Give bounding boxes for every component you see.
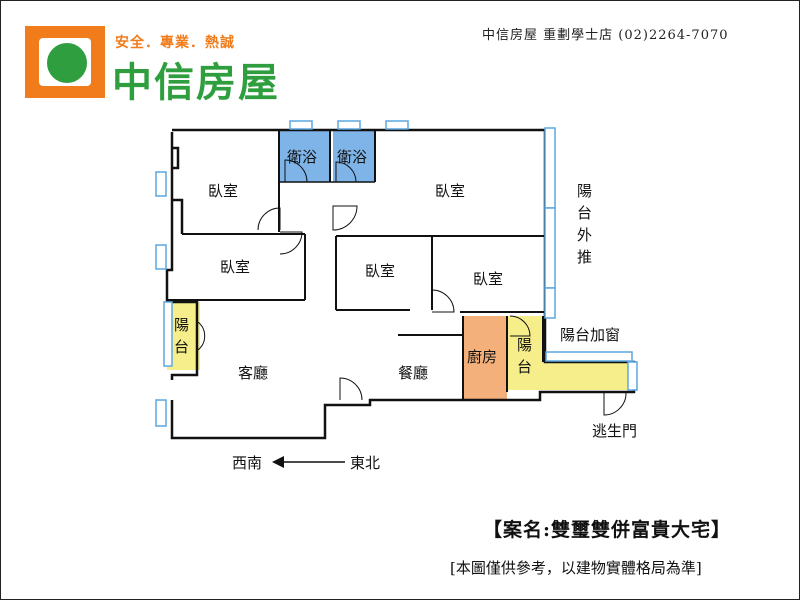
- window: [337, 120, 361, 130]
- brand-name: 中信房屋: [112, 59, 280, 106]
- label-bedroom-ml: 臥室: [220, 258, 250, 276]
- label-bedroom-tl: 臥室: [208, 182, 238, 200]
- slogan: 安全．專業．熱誠: [115, 35, 235, 51]
- label-balcony-small-1: 陽: [517, 336, 532, 354]
- window: [544, 207, 556, 289]
- window: [385, 120, 409, 130]
- label-dining: 餐廳: [398, 364, 428, 382]
- window: [544, 287, 556, 319]
- store-info: 中信房屋 重劃學士店 (02)2264-7070: [482, 28, 729, 43]
- label-balcony-small-2: 台: [517, 358, 532, 376]
- door-bedroom-tr: [332, 205, 358, 231]
- globe-icon: [45, 41, 89, 85]
- door-bedroom-tl: [257, 207, 281, 231]
- compass-east: 東北: [350, 454, 380, 472]
- door-bath2: [335, 161, 357, 183]
- balcony-small-fill: [507, 316, 634, 390]
- label-bath2: 衛浴: [337, 148, 367, 166]
- label-bedroom-cr: 臥室: [473, 270, 503, 288]
- window: [155, 244, 167, 270]
- label-balcony-left-1: 陽: [174, 316, 189, 334]
- label-escape-door: 逃生門: [592, 422, 637, 440]
- bath1-fill: [279, 130, 329, 182]
- window: [544, 127, 556, 209]
- label-bath1: 衛浴: [287, 148, 317, 166]
- brand-logo: [25, 26, 105, 98]
- disclaimer: [本圖僅供參考，以建物實體格局為準]: [450, 559, 702, 577]
- case-name: 【案名:雙璽雙併富貴大宅】: [483, 519, 732, 541]
- door-bath1: [284, 159, 308, 183]
- label-bedroom-tr: 臥室: [435, 182, 465, 200]
- window: [545, 351, 633, 362]
- window: [627, 361, 638, 391]
- door-kitchen: [509, 315, 531, 337]
- window: [155, 399, 167, 427]
- outer-wall: [170, 128, 636, 440]
- door-entry: [339, 377, 363, 401]
- label-balcony-ext-1: 陽: [577, 182, 592, 200]
- label-living: 客廳: [238, 364, 268, 382]
- door-balcony-left: [197, 321, 206, 351]
- compass-west: 西南: [232, 454, 262, 472]
- kitchen-fill: [463, 316, 507, 400]
- wall-notch: [172, 146, 180, 170]
- window: [163, 301, 173, 367]
- label-kitchen: 廚房: [467, 348, 497, 366]
- outer-wall-left: [165, 132, 199, 380]
- window: [289, 120, 313, 130]
- label-balcony-ext-2: 台: [577, 204, 592, 222]
- label-balcony-ext-3: 外: [577, 226, 592, 244]
- window: [155, 171, 167, 197]
- door-bedroom-ml: [279, 231, 303, 255]
- label-balcony-ext-4: 推: [577, 248, 592, 266]
- door-bedroom-cr: [431, 289, 455, 313]
- label-balcony-window: 陽台加窗: [560, 326, 620, 344]
- arrow-left-icon: [272, 456, 284, 468]
- label-balcony-left-2: 台: [174, 338, 189, 356]
- label-bedroom-c: 臥室: [365, 262, 395, 280]
- wall-notch-2: [172, 198, 184, 234]
- door-escape: [603, 391, 627, 416]
